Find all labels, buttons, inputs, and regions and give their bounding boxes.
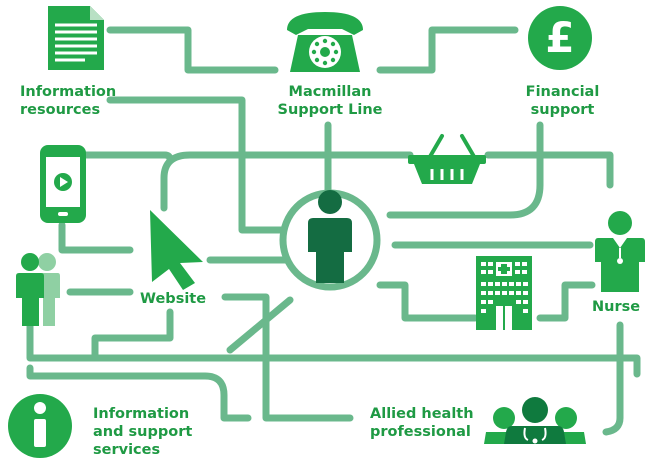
central-person [279, 189, 381, 291]
support-line-label: Macmillan Support Line [270, 83, 390, 119]
financial-support-label-line1: Financial [525, 84, 600, 100]
information-resources-label: Information resources [20, 83, 116, 119]
allied-health-label: Allied health professional [370, 405, 474, 441]
person-icon [318, 190, 342, 214]
info-services-label-line2: and support [93, 424, 193, 440]
allied-health-label-line2: professional [370, 424, 471, 440]
document-icon [48, 6, 104, 70]
info-services-label-line1: Information [93, 406, 190, 422]
allied-health-label-line1: Allied health [370, 406, 474, 422]
connector-lines [26, 26, 641, 436]
info-services-label-line3: services [93, 442, 161, 458]
nurse-label: Nurse [592, 298, 640, 316]
pound-icon: £ [528, 6, 592, 70]
support-line-label-line2: Support Line [277, 102, 383, 118]
financial-support-label-line2: support [530, 102, 595, 118]
telephone-icon [287, 12, 363, 72]
svg-text:£: £ [545, 13, 574, 62]
website-label-text: Website [140, 291, 207, 307]
nurse-icon [595, 211, 645, 292]
nurse-label-text: Nurse [592, 299, 641, 315]
information-resources-label-line1: Information [20, 84, 117, 100]
cursor-arrow-icon [150, 210, 203, 290]
financial-support-label: Financial support [515, 83, 610, 119]
health-team-icon [484, 397, 586, 444]
website-label: Website [140, 290, 206, 308]
people-pair-icon [16, 253, 60, 326]
info-services-label: Information and support services [93, 405, 192, 459]
support-line-label-line1: Macmillan [288, 84, 372, 100]
hospital-icon [476, 256, 532, 330]
mobile-video-icon [40, 145, 86, 223]
information-resources-label-line2: resources [20, 102, 101, 118]
info-icon [8, 394, 72, 458]
shopping-basket-icon [408, 134, 486, 184]
